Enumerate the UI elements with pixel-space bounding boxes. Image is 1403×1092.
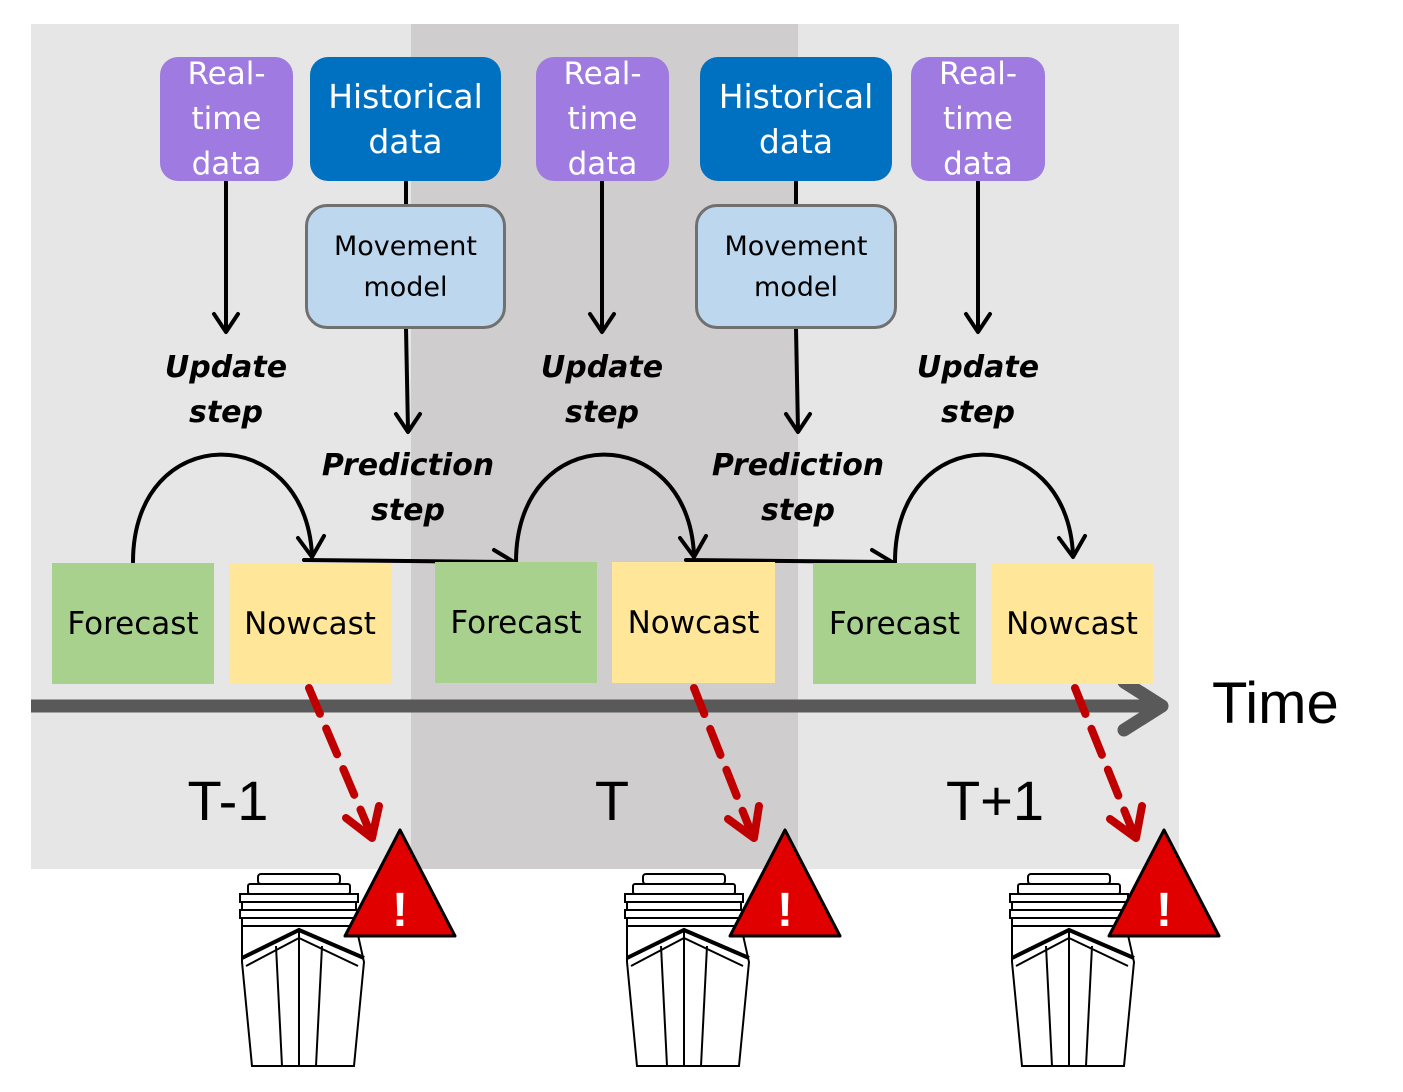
update-loop-arrow-1 <box>131 452 326 564</box>
model-to-prediction-arrow-2 <box>784 326 812 434</box>
prediction-step-label-2: Prediction step <box>711 448 885 528</box>
realtime-to-update-arrow-3 <box>964 180 992 334</box>
time-axis-label: Time <box>1212 671 1339 736</box>
historical-data-box-1: Historical data <box>310 57 501 181</box>
realtime-to-update-arrow-2 <box>588 180 616 334</box>
forecast-box-1: Forecast <box>52 563 214 684</box>
realtime-data-box-3: Real- time data <box>911 56 1045 182</box>
ship-icon <box>1009 873 1136 1067</box>
forecast-box-2: Forecast <box>435 562 597 683</box>
timeline-axis <box>31 675 1169 737</box>
movement-model-box-1: Movement model <box>305 204 506 329</box>
warning-icon: ! <box>728 828 842 938</box>
warning-icon: ! <box>343 828 457 938</box>
alert-arrow-1 <box>305 684 383 842</box>
update-loop-arrow-2 <box>514 452 708 564</box>
warning-icon: ! <box>1107 828 1221 938</box>
historical-data-box-2: Historical data <box>700 57 892 181</box>
period-label-t: T <box>594 769 630 832</box>
alert-arrow-2 <box>690 684 763 842</box>
model-to-prediction-arrow-1 <box>394 326 422 434</box>
warning-mark: ! <box>1156 884 1172 937</box>
realtime-data-box-1: Real- time data <box>160 56 293 182</box>
update-step-label-2: Update step <box>540 350 664 430</box>
ship-icon <box>239 873 366 1067</box>
warning-mark: ! <box>777 884 793 937</box>
forecast-box-3: Forecast <box>813 563 976 684</box>
update-step-label-1: Update step <box>164 350 288 430</box>
nowcast-box-2: Nowcast <box>612 562 775 683</box>
realtime-to-update-arrow-1 <box>212 180 240 334</box>
update-step-label-3: Update step <box>916 350 1040 430</box>
warning-mark: ! <box>392 884 408 937</box>
ship-icon <box>624 873 751 1067</box>
realtime-data-box-2: Real- time data <box>536 56 669 182</box>
nowcast-box-1: Nowcast <box>229 563 391 684</box>
alert-arrow-3 <box>1071 684 1146 842</box>
period-label-t-minus-1: T-1 <box>187 769 269 832</box>
nowcast-box-3: Nowcast <box>991 563 1153 684</box>
movement-model-box-2: Movement model <box>695 204 897 329</box>
period-label-t-plus-1: T+1 <box>945 769 1045 832</box>
prediction-step-label-1: Prediction step <box>321 448 495 528</box>
update-loop-arrow-3 <box>893 452 1087 564</box>
